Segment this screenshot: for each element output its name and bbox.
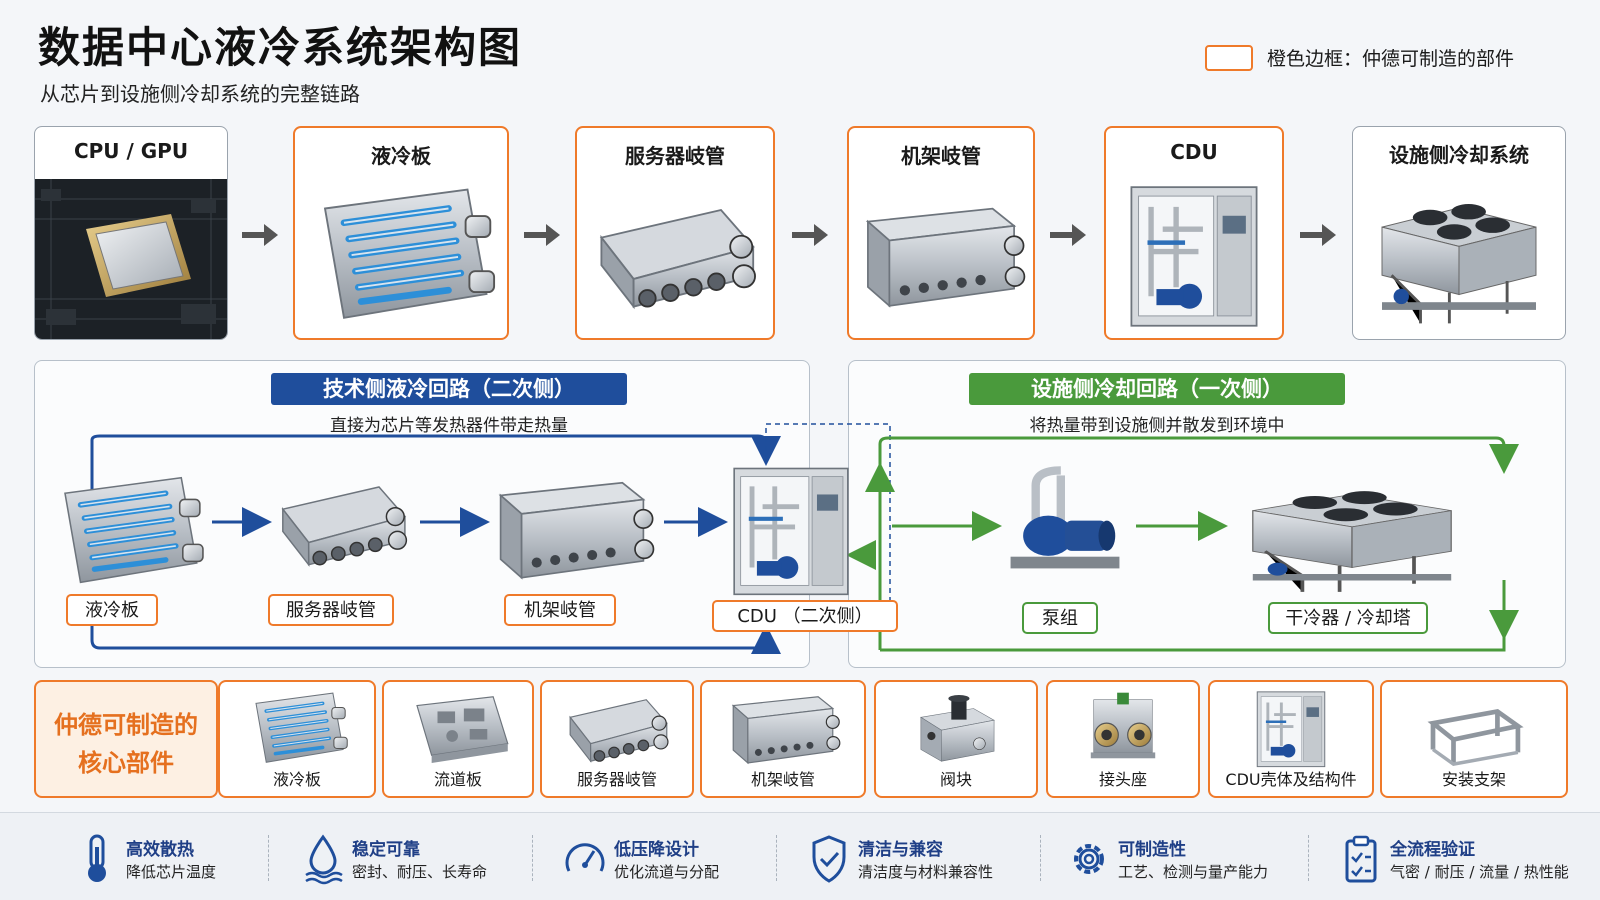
part-card: 安装支架 <box>1380 680 1568 798</box>
flow-arrow <box>1050 224 1086 246</box>
feature-title: 可制造性 <box>1118 840 1186 860</box>
feature-item: 高效散热 降低芯片温度 <box>76 833 256 887</box>
secondary-loop-title: 技术侧液冷回路（二次侧） <box>271 373 627 405</box>
loop-pump-image <box>998 450 1132 588</box>
feature-item: 稳定可靠 密封、耐压、长寿命 <box>302 833 522 887</box>
flow-arrow <box>524 224 560 246</box>
feature-title: 高效散热 <box>126 840 194 860</box>
part-card: 液冷板 <box>218 680 376 798</box>
facility-cooling-image <box>1359 179 1559 333</box>
part-label: CDU壳体及结构件 <box>1225 770 1357 789</box>
feature-divider <box>268 835 269 881</box>
feature-item: 可制造性 工艺、检测与量产能力 <box>1068 833 1308 887</box>
feature-title: 稳定可靠 <box>352 840 420 860</box>
loop-node-drycooler: 干冷器 / 冷却塔 <box>1268 602 1428 634</box>
legend-swatch <box>1205 44 1253 71</box>
part-label: 机架岐管 <box>750 770 815 789</box>
chain-card-server-manifold: 服务器岐管 <box>575 126 775 340</box>
thermometer-icon <box>88 834 106 882</box>
page-subtitle: 从芯片到设施侧冷却系统的完整链路 <box>40 82 360 106</box>
feature-item: 全流程验证 气密 / 耐压 / 流量 / 热性能 <box>1340 833 1590 887</box>
flow-arrow <box>792 224 828 246</box>
water-drop-icon <box>305 834 343 885</box>
feature-item: 低压降设计 优化流道与分配 <box>564 833 764 887</box>
chain-card-title: 液冷板 <box>371 144 431 168</box>
core-parts-row: 仲德可制造的 核心部件 液冷板 流道板 服务器岐管 机架岐管 阀块 接头座 CD… <box>34 680 1568 798</box>
part-card: 接头座 <box>1046 680 1200 798</box>
chain-card-facility: 设施侧冷却系统 <box>1352 126 1566 340</box>
loop-coldplate-image <box>48 470 206 594</box>
loop-node-server-manifold: 服务器岐管 <box>268 594 394 626</box>
shield-check-icon <box>812 835 846 883</box>
cdu-image <box>1112 180 1276 332</box>
loop-node-cdu: CDU （二次侧） <box>712 600 898 632</box>
primary-loop-desc: 将热量带到设施侧并散发到环境中 <box>1029 416 1285 436</box>
rack-manifold-image <box>855 180 1027 332</box>
chain-card-coldplate: 液冷板 <box>293 126 509 340</box>
page-title: 数据中心液冷系统架构图 <box>38 23 523 72</box>
legend: 橙色边框：仲德可制造的部件 <box>1205 44 1514 71</box>
core-parts-heading: 仲德可制造的 核心部件 <box>34 680 218 798</box>
feature-title: 低压降设计 <box>614 840 699 860</box>
part-card: CDU壳体及结构件 <box>1208 680 1374 798</box>
core-parts-heading-line2: 核心部件 <box>78 749 174 777</box>
chain-card-title: 设施侧冷却系统 <box>1389 143 1529 167</box>
part-label: 服务器岐管 <box>576 770 657 789</box>
part-label: 接头座 <box>1098 770 1147 789</box>
chain-card-cdu: CDU <box>1104 126 1284 340</box>
chain-card-title: CDU <box>1170 140 1218 164</box>
feature-desc: 工艺、检测与量产能力 <box>1118 863 1269 881</box>
feature-divider <box>532 835 533 881</box>
feature-bar: 高效散热 降低芯片温度 稳定可靠 密封、耐压、长寿命 低压降设计 优化流道与分配… <box>0 812 1600 900</box>
part-label: 流道板 <box>433 770 482 789</box>
chain-card-title: 机架岐管 <box>901 144 981 168</box>
clipboard-check-icon <box>1345 835 1377 883</box>
chain-card-rack-manifold: 机架岐管 <box>847 126 1035 340</box>
feature-desc: 降低芯片温度 <box>126 863 217 881</box>
feature-desc: 气密 / 耐压 / 流量 / 热性能 <box>1390 863 1569 881</box>
part-label: 液冷板 <box>272 770 321 789</box>
part-card: 阀块 <box>874 680 1038 798</box>
core-parts-heading-line1: 仲德可制造的 <box>54 711 198 739</box>
coldplate-image <box>301 180 501 332</box>
flow-arrow <box>1300 224 1336 246</box>
feature-title: 清洁与兼容 <box>858 840 943 860</box>
part-card: 服务器岐管 <box>540 680 694 798</box>
feature-desc: 清洁度与材料兼容性 <box>858 863 994 881</box>
server-manifold-image <box>583 180 767 332</box>
chain-card-title: CPU / GPU <box>73 139 189 163</box>
loop-drycooler-image <box>1228 470 1476 600</box>
loop-node-pump: 泵组 <box>1022 602 1098 634</box>
loop-node-rack-manifold: 机架岐管 <box>504 594 616 626</box>
cpu-image <box>35 179 227 339</box>
loop-server-manifold-image <box>268 472 416 576</box>
primary-loop-title: 设施侧冷却回路（一次侧） <box>969 373 1345 405</box>
gear-icon <box>1074 844 1104 874</box>
chain-card-title: 服务器岐管 <box>625 144 725 168</box>
part-label: 阀块 <box>939 770 972 789</box>
part-label: 安装支架 <box>1441 770 1506 789</box>
feature-divider <box>1308 835 1309 881</box>
chain-card-cpu: CPU / GPU <box>34 126 228 340</box>
flow-arrow <box>242 224 278 246</box>
feature-divider <box>1040 835 1041 881</box>
legend-text: 橙色边框：仲德可制造的部件 <box>1267 48 1515 70</box>
part-card: 流道板 <box>382 680 534 798</box>
feature-title: 全流程验证 <box>1390 840 1475 860</box>
secondary-loop-desc: 直接为芯片等发热器件带走热量 <box>330 416 568 436</box>
part-card: 机架岐管 <box>700 680 866 798</box>
gauge-icon <box>565 843 605 872</box>
loop-cdu-image <box>726 462 856 600</box>
feature-desc: 密封、耐压、长寿命 <box>352 863 488 881</box>
feature-divider <box>776 835 777 881</box>
loop-node-coldplate: 液冷板 <box>66 594 158 626</box>
feature-desc: 优化流道与分配 <box>614 863 720 881</box>
feature-item: 清洁与兼容 清洁度与材料兼容性 <box>808 833 1038 887</box>
loop-rack-manifold-image <box>488 470 656 588</box>
